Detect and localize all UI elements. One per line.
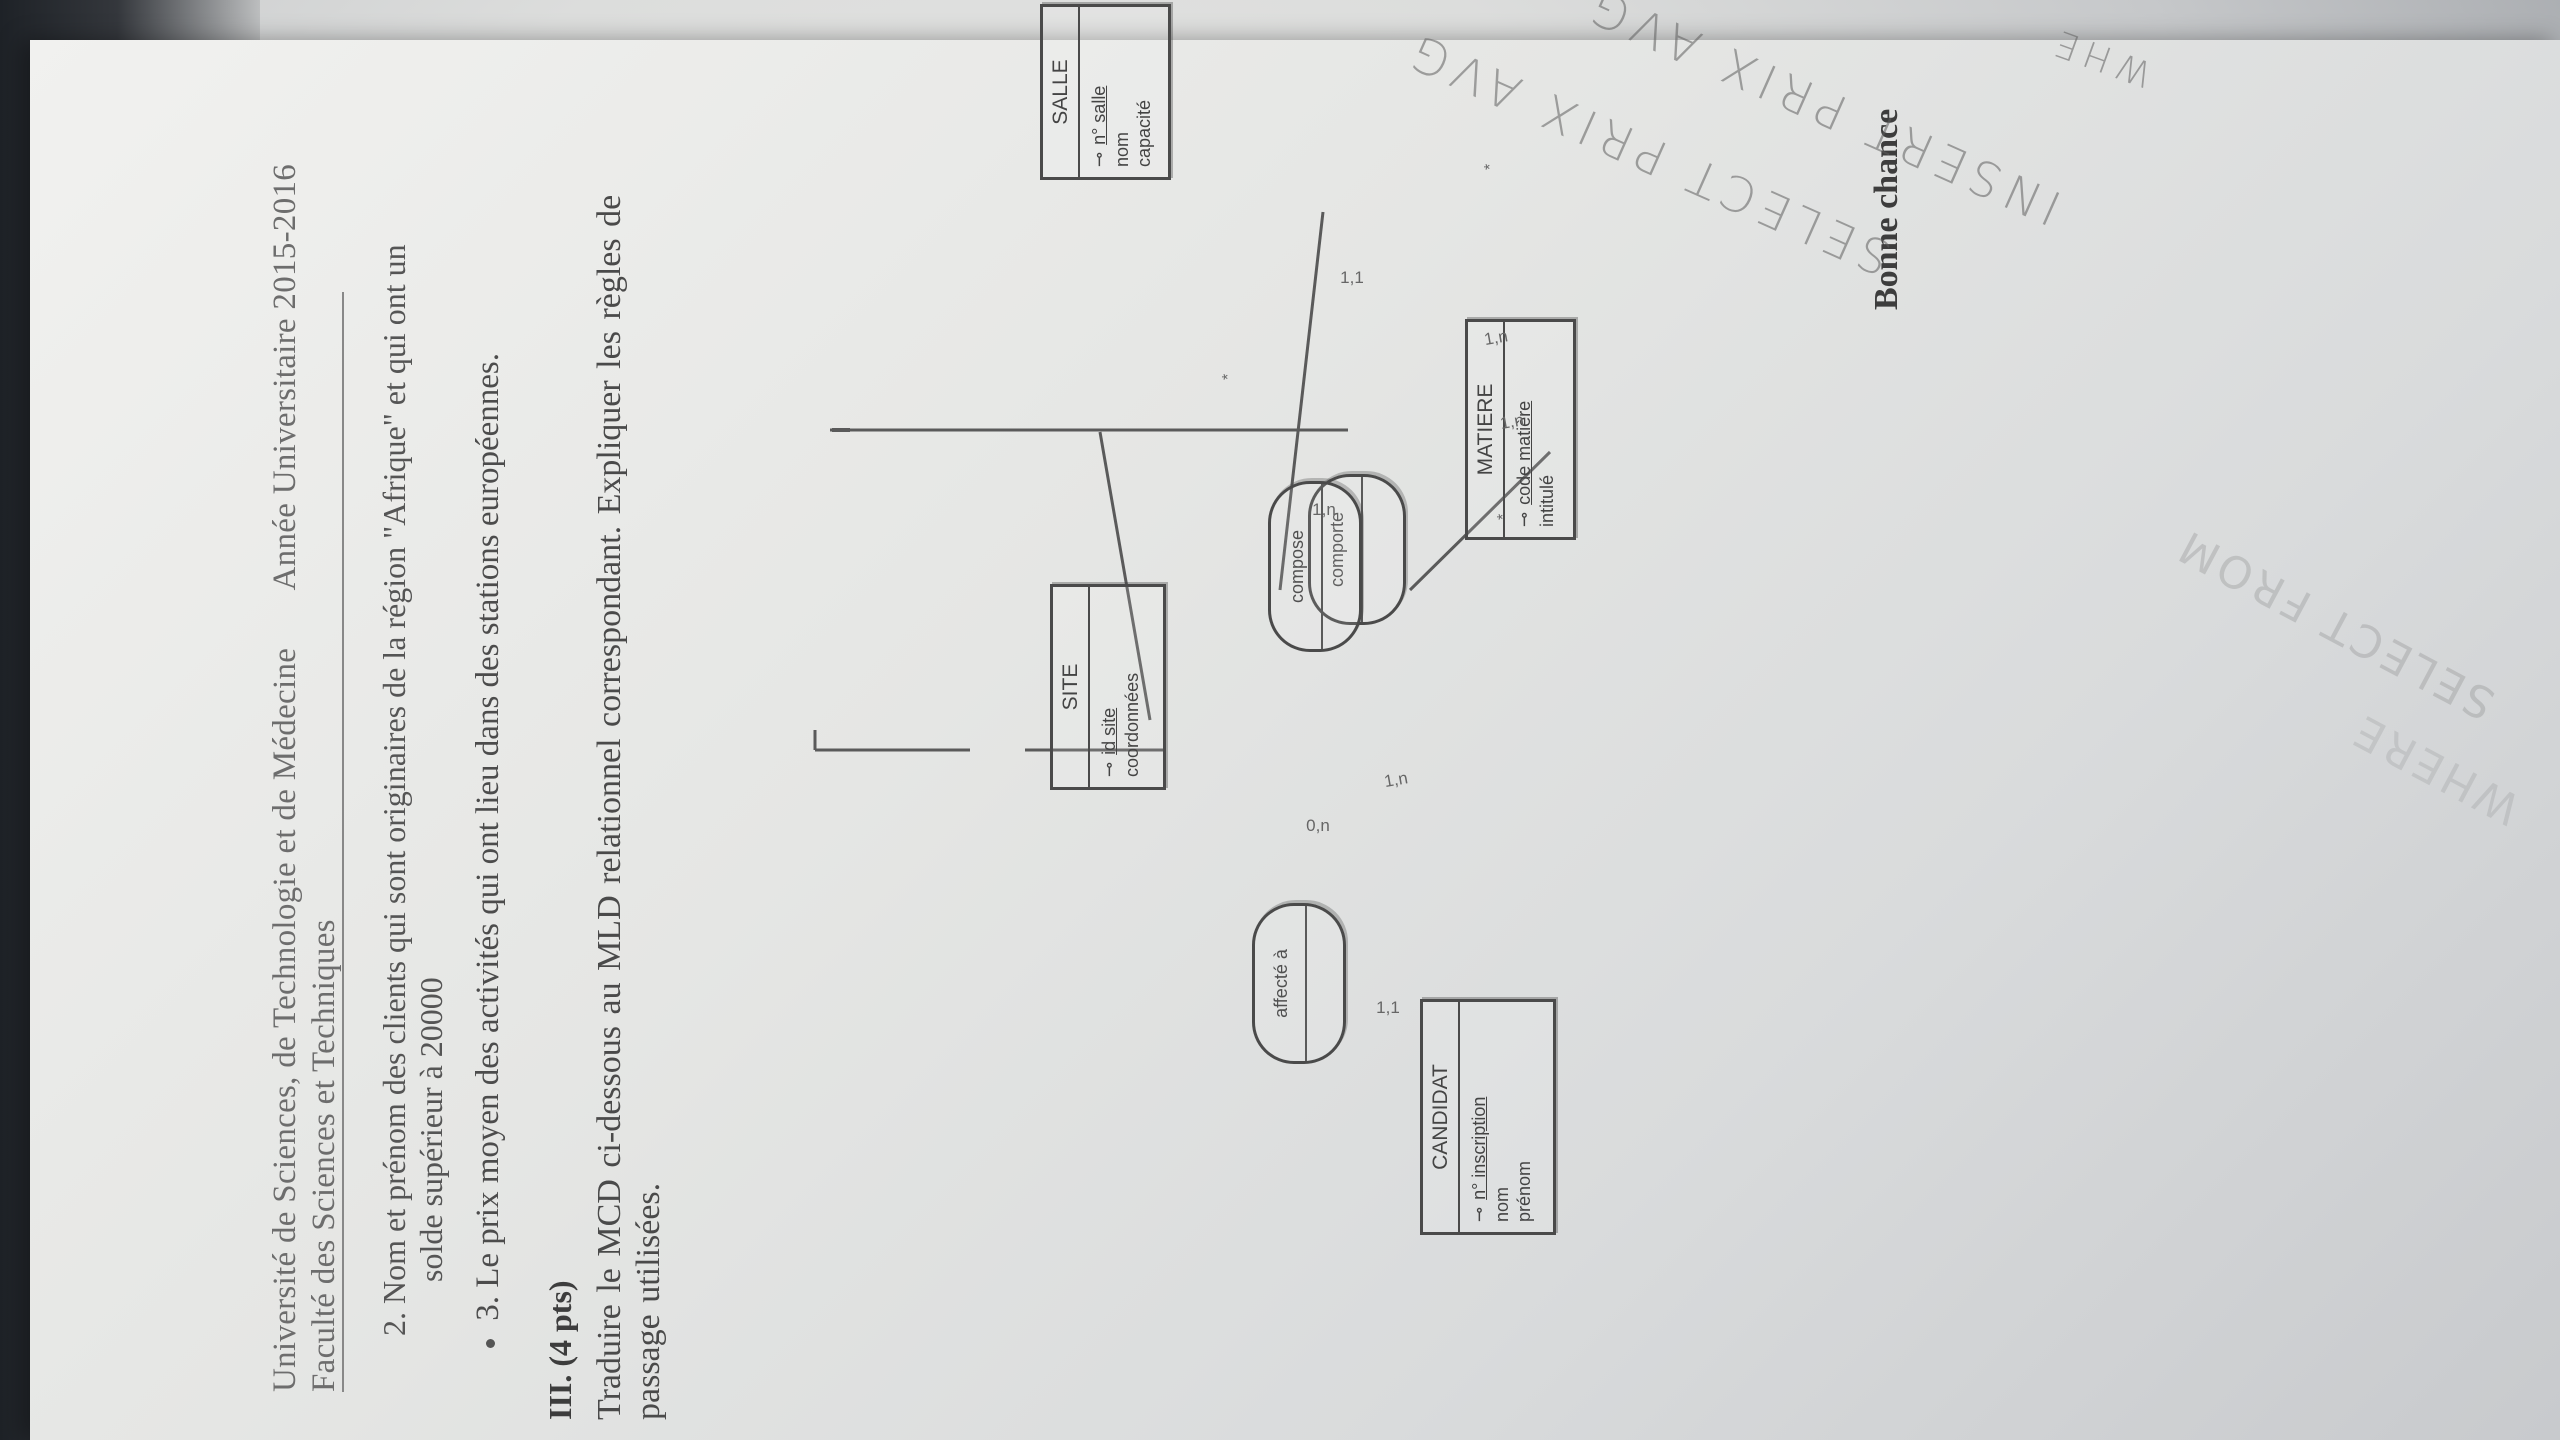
question-2-line-2: solde supérieur à 20000 <box>412 977 449 1282</box>
section-text-line-1: Traduire le MCD ci-dessous au MLD relati… <box>591 194 628 1420</box>
key-icon: ⊸ <box>1099 761 1120 777</box>
rotated-document-page: Université de Sciences, de Technologie e… <box>260 0 2560 1440</box>
handwritten-select-note: SELECT PRIX AVG <box>1396 20 1900 286</box>
section-iii-title: III. (4 pts) <box>542 1280 578 1420</box>
header-year: Année Universitaire 2015-2016 <box>267 163 303 591</box>
handwritten-where-note: WHE <box>2043 19 2158 95</box>
matiere-attribute-1: intitulé <box>1536 474 1557 527</box>
faint-handwritten-select: SELECT FROM <box>2168 518 2503 730</box>
small-star-mark: * <box>1495 513 1512 520</box>
key-icon: ⊸ <box>1089 151 1110 167</box>
key-icon: ⊸ <box>1469 1206 1490 1222</box>
site-comporte-cardinality: 1,n <box>1312 500 1336 520</box>
site-attribute-1: coordonnées <box>1121 672 1142 777</box>
association-divider <box>1305 906 1307 1061</box>
matiere-title: MATIERE <box>1468 322 1505 537</box>
section-iii-instructions: Traduire le MCD ci-dessous au MLD relati… <box>590 10 668 1420</box>
matiere-compose-cardinality: 1,n <box>1498 410 1526 434</box>
small-star-mark: * <box>1220 373 1237 380</box>
candidat-affecte-cardinality: 1,1 <box>1376 998 1400 1018</box>
question-3-text: 3. Le prix moyen des activités qui ont l… <box>470 352 506 1321</box>
header-faculty: Faculté des Sciences et Techniques <box>305 919 342 1392</box>
faint-handwritten-where: WHERE <box>2342 703 2529 835</box>
small-star-mark: * <box>1482 163 1499 170</box>
salle-title: SALLE <box>1043 7 1080 177</box>
affecte-association: affecté à <box>1252 903 1346 1064</box>
header-university: Université de Sciences, de Technologie e… <box>267 647 303 1392</box>
candidat-key-row: ⊸ n° inscription <box>1468 1012 1491 1222</box>
candidat-attributes: ⊸ n° inscription nom prénom <box>1460 1002 1544 1232</box>
salle-attributes: ⊸ n° salle nom capacité <box>1080 7 1164 177</box>
candidat-compose-cardinality: 1,n <box>1382 768 1410 792</box>
site-affecte-cardinality: 0,n <box>1306 816 1330 836</box>
salle-attribute-1: nom <box>1111 131 1132 167</box>
salle-key-row: ⊸ n° salle <box>1088 17 1111 167</box>
question-2-line-1: 2. Nom et prénom des clients qui sont or… <box>376 244 412 1336</box>
header-underline <box>342 292 344 1392</box>
salle-compose-cardinality: 1,n <box>1482 326 1510 350</box>
salle-entity: SALLE ⊸ n° salle nom capacité <box>1040 4 1171 180</box>
site-key: id site <box>1099 707 1119 755</box>
salle-attribute-2: capacité <box>1134 99 1154 167</box>
candidat-key: n° inscription <box>1469 1096 1489 1200</box>
comporte-salle-cardinality: 1,1 <box>1340 268 1364 288</box>
bullet-dot-icon <box>486 1339 495 1348</box>
site-key-row: ⊸ id site <box>1098 597 1121 777</box>
question-3: 3. Le prix moyen des activités qui ont l… <box>470 168 508 1348</box>
affecte-label: affecté à <box>1271 949 1291 1018</box>
section-text-line-2: passage utilisées. <box>630 1182 668 1420</box>
site-title: SITE <box>1053 587 1090 787</box>
candidat-entity: CANDIDAT ⊸ n° inscription nom prénom <box>1420 999 1556 1235</box>
candidat-attribute-1: nom <box>1491 1186 1512 1222</box>
site-entity: SITE ⊸ id site coordonnées <box>1050 584 1166 790</box>
candidat-title: CANDIDAT <box>1423 1002 1460 1232</box>
candidat-attribute-2: prénom <box>1514 1160 1534 1222</box>
salle-key: n° salle <box>1089 85 1109 145</box>
document-header: Université de Sciences, de Technologie e… <box>266 72 344 1392</box>
compose-label: compose <box>1287 529 1307 604</box>
site-attributes: ⊸ id site coordonnées <box>1090 587 1151 787</box>
key-icon: ⊸ <box>1514 511 1535 527</box>
question-2: 2. Nom et prénom des clients qui sont or… <box>376 136 450 1336</box>
